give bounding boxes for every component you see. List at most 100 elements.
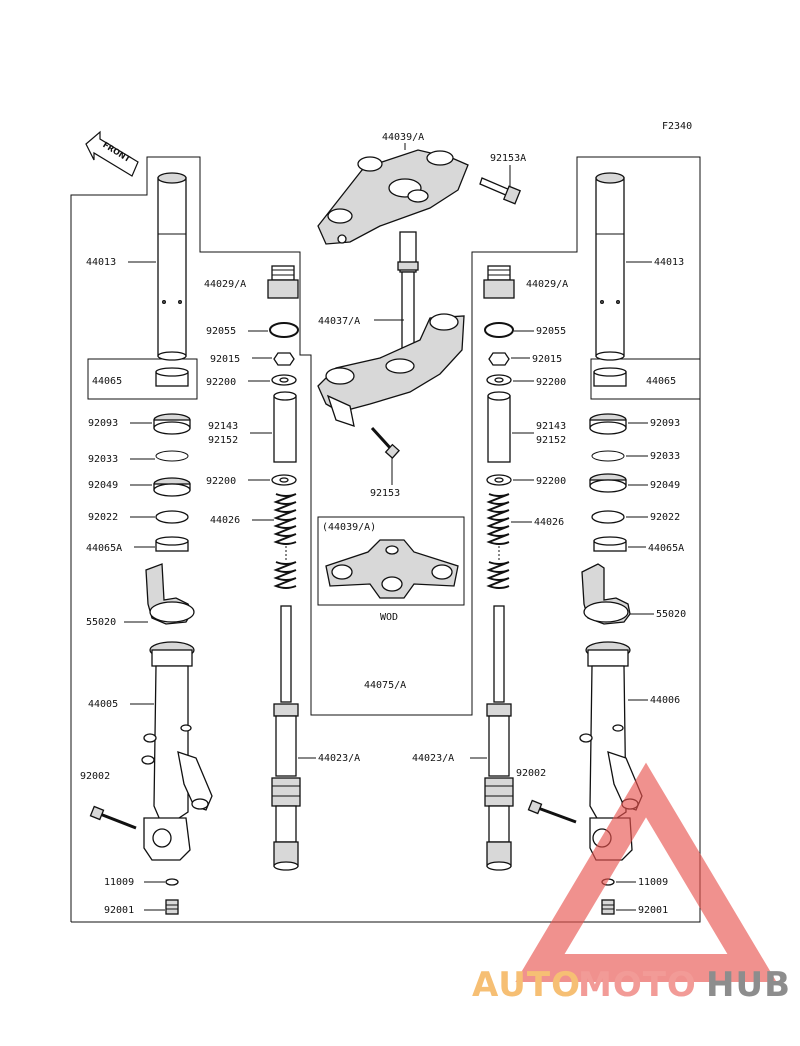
oring-right: [484, 322, 514, 338]
label-cap-right: 44029/A: [526, 279, 568, 290]
label-oring-right: 92055: [536, 326, 566, 337]
label-washer-top-right: 92200: [536, 377, 566, 388]
label-clip-left: 92033: [88, 454, 118, 465]
label-seal-left: 92093: [88, 418, 118, 429]
dust-seal-left: [153, 477, 191, 497]
inset-label: (44039/A): [322, 522, 376, 533]
cap-right: [483, 265, 515, 299]
label-stem-bracket: 44037/A: [318, 316, 360, 327]
drain-bolt-left: [165, 899, 179, 915]
nut-right: [488, 352, 510, 366]
label-fork-tube-left: 44013: [86, 257, 116, 268]
cylinder-left: [271, 605, 301, 871]
label-guide-bushing-right: 44065A: [648, 543, 684, 554]
steering-stem: [317, 231, 465, 427]
guide-bushing-right: [593, 536, 627, 552]
top-bracket: [317, 149, 469, 245]
guide-bushing-left: [155, 536, 189, 552]
clip-right: [591, 450, 625, 462]
label-guide-bushing-left: 44065A: [86, 543, 122, 554]
bushing-right: [593, 367, 627, 387]
fork-tube-right: [595, 172, 625, 361]
label-washer-top-left: 92200: [206, 377, 236, 388]
guard-left: [145, 563, 195, 625]
label-cylinder-left: 44023/A: [318, 753, 360, 764]
label-nut-right: 92015: [532, 354, 562, 365]
label-nut-left: 92015: [210, 354, 240, 365]
inset-box: [317, 516, 465, 606]
outer-tube-left: [141, 641, 213, 861]
spring-left: [273, 493, 297, 589]
inset-bracket: [325, 539, 459, 599]
label-bushing-left: 44065: [92, 376, 122, 387]
label-fork-tube-right: 44013: [654, 257, 684, 268]
front-arrow-icon: FRONT: [85, 130, 139, 177]
ring-left: [155, 510, 189, 524]
label-outer-tube-left: 44005: [88, 699, 118, 710]
label-seal-right: 92093: [650, 418, 680, 429]
label-spring-left: 44026: [210, 515, 240, 526]
label-bolt-right: 92002: [516, 768, 546, 779]
collar-right: [487, 391, 511, 463]
gasket-left: [165, 878, 179, 886]
assembly-frame: [70, 156, 701, 923]
bolt-right: [527, 799, 577, 824]
label-dust-seal-right: 92049: [650, 480, 680, 491]
label-top-bolt: 92153A: [490, 153, 526, 164]
label-cylinder-right: 44023/A: [412, 753, 454, 764]
label-drain-bolt-right: 92001: [638, 905, 668, 916]
seal-left: [153, 413, 191, 435]
label-oring-left: 92055: [206, 326, 236, 337]
cylinder-right: [484, 605, 514, 871]
label-stem-bolt: 92153: [370, 488, 400, 499]
label-cap-left: 44029/A: [204, 279, 246, 290]
label-outer-tube-right: 44006: [650, 695, 680, 706]
stem-bolt: [370, 426, 400, 459]
label-gasket-right: 11009: [638, 877, 668, 888]
label-top-bracket: 44039/A: [382, 132, 424, 143]
watermark-moto: MOTO: [578, 965, 697, 1005]
label-collar-left-2: 92152: [208, 435, 238, 446]
clip-left: [155, 450, 189, 462]
label-fork-assembly: 44075/A: [364, 680, 406, 691]
bushing-left: [155, 367, 189, 387]
washer-top-right: [486, 374, 512, 386]
figure-code: F2340: [662, 121, 692, 132]
guard-right: [581, 563, 631, 625]
label-ring-right: 92022: [650, 512, 680, 523]
top-bolt: [479, 177, 522, 205]
label-washer-bot-left: 92200: [206, 476, 236, 487]
washer-bot-right: [486, 474, 512, 486]
ring-right: [591, 510, 625, 524]
label-collar-right-1: 92143: [536, 421, 566, 432]
label-spring-right: 44026: [534, 517, 564, 528]
label-bolt-left: 92002: [80, 771, 110, 782]
label-drain-bolt-left: 92001: [104, 905, 134, 916]
label-gasket-left: 11009: [104, 877, 134, 888]
washer-bot-left: [271, 474, 297, 486]
inset-caption: WOD: [380, 612, 398, 623]
label-collar-right-2: 92152: [536, 435, 566, 446]
label-ring-left: 92022: [88, 512, 118, 523]
label-dust-seal-left: 92049: [88, 480, 118, 491]
label-collar-left-1: 92143: [208, 421, 238, 432]
watermark-logo: AUTO MOTO HUB: [472, 762, 791, 1005]
nut-left: [273, 352, 295, 366]
watermark-hub: HUB: [706, 965, 791, 1005]
label-guard-right: 55020: [656, 609, 686, 620]
label-guard-left: 55020: [86, 617, 116, 628]
collar-left: [273, 391, 297, 463]
watermark-auto: AUTO: [472, 965, 581, 1005]
dust-seal-right: [589, 473, 627, 493]
seal-right: [589, 413, 627, 435]
label-washer-bot-right: 92200: [536, 476, 566, 487]
fork-tube-left: [157, 172, 187, 361]
cap-left: [267, 265, 299, 299]
spring-right: [486, 493, 510, 589]
drain-bolt-right: [601, 899, 615, 915]
bolt-left: [89, 805, 137, 830]
label-clip-right: 92033: [650, 451, 680, 462]
washer-top-left: [271, 374, 297, 386]
label-bushing-right: 44065: [646, 376, 676, 387]
